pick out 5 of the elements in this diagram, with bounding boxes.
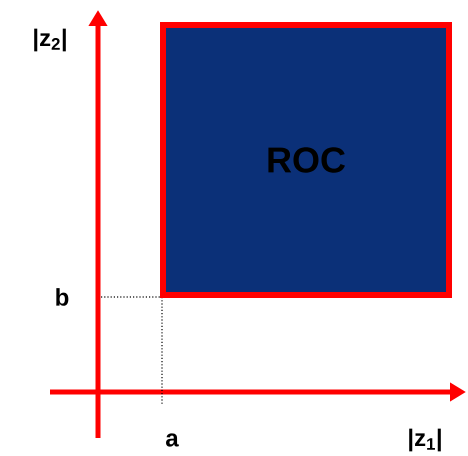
axis-label: b: [56, 288, 68, 306]
axis-label: a: [166, 433, 179, 447]
axis-label: |z$_{1}$|: [409, 428, 441, 452]
region-box: ROC: [160, 22, 452, 298]
axis-label: |z$_{2}$|: [34, 28, 66, 52]
